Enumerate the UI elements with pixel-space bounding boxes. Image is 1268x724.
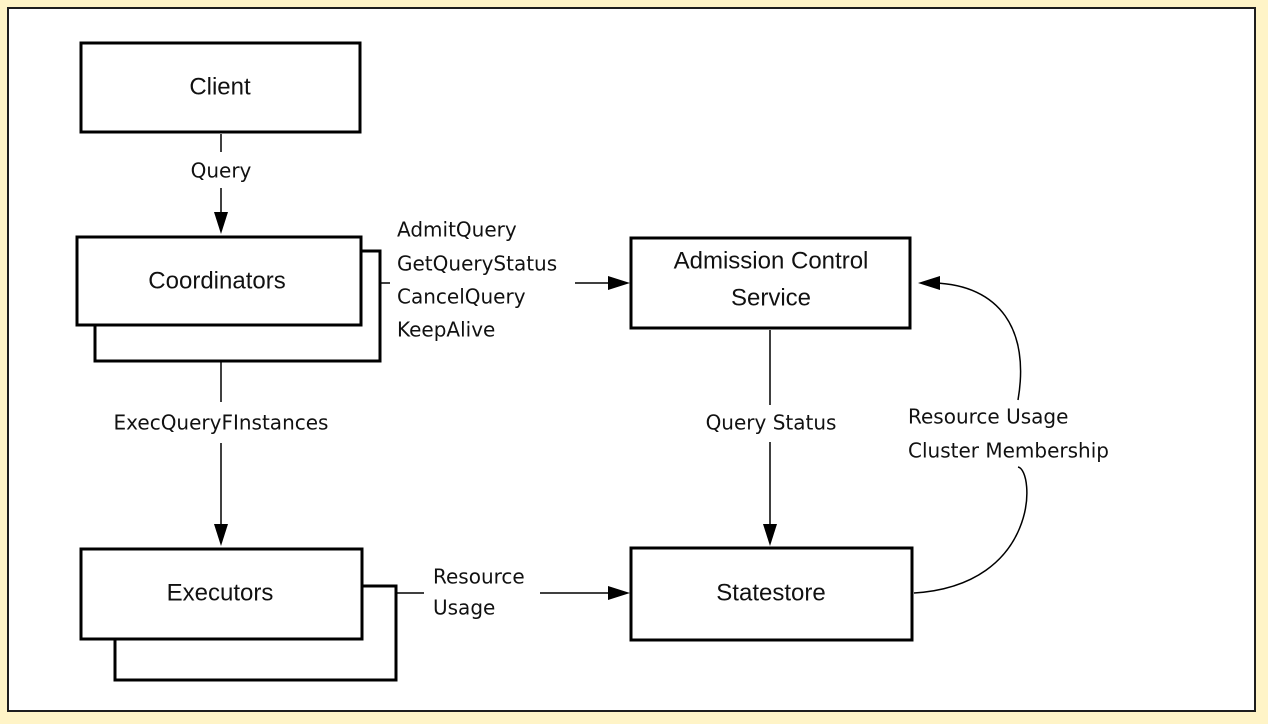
edge-label-query: Query bbox=[191, 159, 252, 183]
edge-label-cancelquery: CancelQuery bbox=[397, 285, 526, 309]
statestore-label: Statestore bbox=[716, 579, 825, 606]
client-label: Client bbox=[189, 73, 251, 100]
edge-label-execqueryfinstances: ExecQueryFInstances bbox=[114, 411, 329, 435]
edge-label-admitquery: AdmitQuery bbox=[397, 218, 517, 242]
arrowhead-to-statestore-from-executors bbox=[608, 586, 630, 600]
statestore-node bbox=[629, 546, 914, 642]
arrowhead-to-admission bbox=[608, 276, 630, 290]
edge-label-resource: Resource bbox=[433, 565, 525, 589]
edge-statestore-admission-upper-curve bbox=[933, 282, 1022, 401]
edge-statestore-admission-lower-curve bbox=[913, 466, 1028, 594]
arrowhead-to-statestore bbox=[763, 524, 777, 546]
edge-label-keepalive: KeepAlive bbox=[397, 318, 495, 342]
edge-label-usage: Usage bbox=[433, 596, 495, 620]
coordinators-label: Coordinators bbox=[148, 267, 285, 294]
arrowhead-to-admission-curve bbox=[918, 276, 940, 290]
executors-node bbox=[79, 547, 364, 641]
admission-control-label-line1: Admission Control bbox=[674, 247, 869, 274]
edge-label-resource-usage: Resource Usage bbox=[908, 405, 1068, 429]
edge-label-cluster-membership: Cluster Membership bbox=[908, 439, 1109, 463]
edge-label-getquerystatus: GetQueryStatus bbox=[397, 252, 557, 276]
coordinators-node bbox=[75, 235, 363, 327]
admission-control-label-line2: Service bbox=[731, 284, 811, 311]
admission-control-node bbox=[629, 236, 912, 330]
arrowhead-to-executors bbox=[214, 524, 228, 546]
edge-label-query-status: Query Status bbox=[706, 411, 837, 435]
client-node bbox=[79, 41, 362, 134]
executors-label: Executors bbox=[167, 579, 274, 606]
arrowhead-to-coordinators bbox=[214, 212, 228, 234]
